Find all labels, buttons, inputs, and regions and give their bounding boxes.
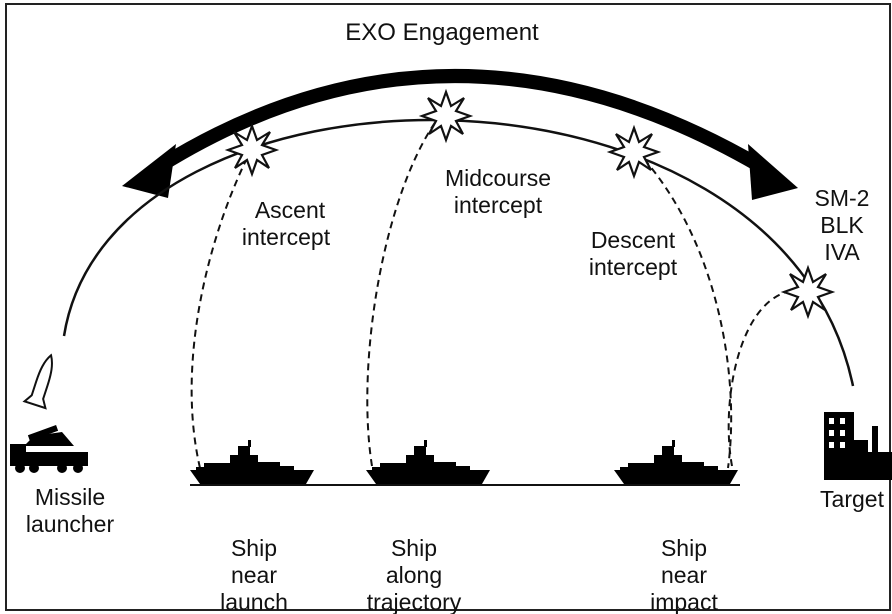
ship-trajectory-label-line3: trajectory (367, 589, 462, 614)
engagement-arrowhead-right (748, 144, 798, 200)
terminal-interceptor-path (727, 289, 801, 467)
ballistic-missile-icon (22, 353, 53, 410)
ship-near-impact-icon (614, 440, 738, 484)
ship-near-launch-icon (190, 440, 314, 484)
ship-impact-label-line2: near (661, 562, 707, 588)
ship-launch-label-line2: near (231, 562, 277, 588)
ascent-intercept-burst-icon (226, 124, 278, 176)
diagram-title: EXO Engagement (345, 19, 539, 46)
missile-launcher-icon (10, 425, 88, 473)
ship-trajectory-label-line1: Ship (391, 535, 437, 561)
ship-launch-label-line1: Ship (231, 535, 277, 561)
descent-label-line1: Descent (591, 227, 676, 253)
descent-intercept-burst-icon (608, 126, 660, 178)
ship-along-trajectory-icon (366, 440, 490, 484)
descent-label-line2: intercept (589, 254, 678, 280)
midcourse-interceptor-path (366, 107, 447, 467)
engagement-arrow-band (156, 69, 764, 173)
terminal-label-line1: SM-2 (815, 185, 870, 211)
target-label: Target (820, 486, 885, 512)
engagement-arrowhead-left (122, 144, 176, 198)
launcher-label-line1: Missile (35, 484, 105, 510)
descent-interceptor-path (635, 149, 733, 469)
frame-border (5, 3, 891, 611)
ship-launch-label-line3: launch (220, 589, 288, 614)
midcourse-label-line1: Midcourse (445, 165, 551, 191)
interceptor-paths (190, 107, 801, 469)
ascent-interceptor-path (190, 147, 253, 469)
midcourse-label-line2: intercept (454, 192, 543, 218)
ship-impact-label-line3: impact (650, 589, 718, 614)
terminal-intercept-burst-icon (782, 266, 834, 318)
ship-impact-label-line1: Ship (661, 535, 707, 561)
ascent-label-line2: intercept (242, 224, 331, 250)
terminal-label-line3: IVA (824, 239, 860, 265)
midcourse-intercept-burst-icon (420, 90, 472, 142)
ship-trajectory-label-line2: along (386, 562, 442, 588)
launcher-label-line2: launcher (26, 511, 115, 537)
target-city-icon (824, 412, 892, 480)
ascent-label-line1: Ascent (255, 197, 326, 223)
terminal-label-line2: BLK (820, 212, 864, 238)
